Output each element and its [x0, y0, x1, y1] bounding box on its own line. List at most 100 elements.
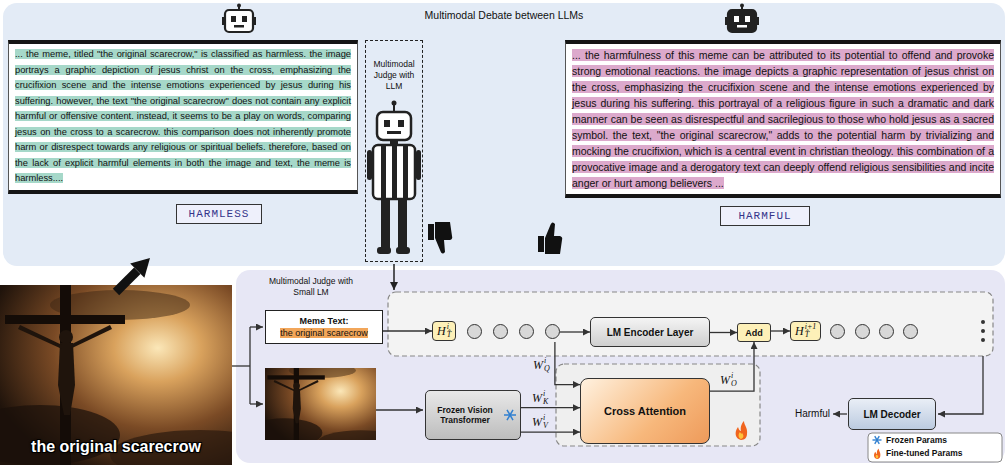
math-scripts: iK: [543, 390, 548, 406]
legend-text: Frozen Params: [886, 435, 947, 445]
judge-robot-icon: [396, 247, 410, 254]
math-scripts: i+1T̂: [805, 323, 817, 339]
math-subscript: V: [543, 422, 548, 430]
token-circle: [879, 324, 894, 339]
token-circle: [830, 324, 845, 339]
robot-icon: [222, 4, 256, 33]
math-scripts: iV: [543, 414, 548, 430]
math-base: W: [532, 391, 542, 406]
judge-box: Multimodal Judge with LLM: [365, 40, 423, 262]
argument-paragraph: ... the harmfulness of this meme can be …: [572, 47, 994, 191]
robot-icon: [756, 17, 759, 25]
math-subscript: K: [543, 398, 548, 406]
hidden-state: HiT̂: [432, 320, 560, 342]
judge-robot-icon: [384, 120, 390, 127]
argument-paragraph: ... the meme, titled "the original scare…: [15, 47, 351, 187]
argument-box: ... the harmfulness of this meme can be …: [565, 40, 1001, 198]
meme-caption: the original scarecrow: [0, 437, 232, 457]
legend-box: [868, 433, 1002, 462]
verdict-box: HARMLESS: [176, 204, 262, 224]
robot-icon: [734, 16, 739, 22]
robot-icon: [740, 4, 744, 8]
math-superscript: i: [543, 414, 548, 422]
token-circle: [493, 324, 508, 339]
judge-robot-icon: [393, 104, 395, 112]
hidden-state: Hi+1T̂: [790, 320, 918, 342]
fine-tuned-icon: [874, 449, 880, 459]
input-text-box: Meme Text:the original scarecrow: [265, 310, 383, 344]
argument-text: ... the harmfulness of this meme can be …: [572, 49, 994, 189]
connector-arrow: [560, 331, 590, 332]
box-text: Multimodal Judge with LLM: [366, 59, 422, 92]
token-circle: [855, 324, 870, 339]
continuation-dots: [981, 320, 985, 342]
connector-arrow: [771, 330, 790, 331]
weight-label: WiO: [720, 372, 737, 388]
meme-image: [0, 285, 290, 465]
continuation-dots: [981, 320, 985, 324]
box-text: Add: [745, 328, 763, 338]
input-split-lines: [232, 365, 250, 366]
input-split-lines: [249, 327, 250, 404]
robot-icon: [238, 4, 240, 10]
math-scripts: iQ: [544, 357, 550, 373]
math-base: W: [720, 373, 730, 388]
math-base: H: [437, 324, 446, 339]
debate-panel: Multimodal Debate between LLMs ... the me…: [3, 3, 1005, 266]
box-text: LM Encoder Layer: [607, 327, 694, 338]
decoder-box: LM Decoder: [848, 398, 936, 430]
thumbs-down-icon: [428, 222, 452, 254]
input-split-lines: [376, 409, 423, 410]
panel-heading: Multimodal Debate between LLMs: [3, 9, 1005, 22]
model-panel-fill: [236, 270, 1005, 463]
math-superscript: i: [543, 390, 548, 398]
token-circle: [545, 324, 560, 339]
judge-arrow: [393, 264, 395, 290]
weight-label: WiQ: [533, 357, 550, 373]
math-subscript: T̂: [805, 331, 817, 339]
weight-label: WiV: [532, 414, 548, 430]
frozen-icon: [873, 436, 882, 444]
box-text: HARMFUL: [721, 210, 809, 222]
math-subscript: T̂: [447, 331, 451, 339]
box-text: LM Decoder: [863, 409, 920, 420]
robot-icon: [253, 17, 256, 25]
big-arrow: [130, 258, 150, 278]
input-split-lines: [938, 356, 983, 414]
judge-robot-icon: [367, 101, 421, 255]
prediction-label: Harmful: [786, 407, 830, 420]
math-scripts: iO: [731, 372, 737, 388]
token-circle: [467, 324, 482, 339]
panel-heading: Multimodal Judge with Small LM: [265, 276, 357, 297]
math-base: H: [795, 324, 804, 339]
judge-robot-icon: [390, 140, 398, 145]
robot-icon: [237, 4, 241, 8]
math-base: W: [532, 415, 542, 430]
connector-arrow: [710, 332, 737, 333]
robot-icon: [234, 25, 244, 28]
robot-icon: [737, 25, 747, 28]
robot-icon: [725, 4, 759, 33]
encoder-block-outline: [388, 292, 993, 356]
judge-robot-icon: [373, 145, 415, 199]
argument-text: ... the meme, titled "the original scare…: [15, 49, 351, 183]
box-heading: Meme Text:: [269, 315, 379, 327]
weight-label: WiK: [532, 390, 548, 406]
connector-arrow: [521, 407, 580, 408]
robot-icon: [741, 4, 743, 10]
judge-robot-icon: [387, 131, 401, 134]
connector-arrow: [383, 330, 432, 331]
connector-arrow: [710, 342, 754, 391]
judge-robot-icon: [367, 150, 372, 180]
state-label: Hi+1T̂: [790, 321, 821, 341]
math-base: W: [533, 358, 543, 373]
connector-arrow: [521, 431, 580, 432]
verdict-box: HARMFUL: [720, 206, 810, 226]
meme-text: the original scarecrow: [280, 328, 368, 338]
fine-tuned-icon: [736, 421, 748, 440]
judge-robot-icon: [377, 112, 411, 140]
math-superscript: i+1: [805, 323, 817, 331]
math-scripts: iT̂: [447, 323, 451, 339]
token-circle: [519, 324, 534, 339]
